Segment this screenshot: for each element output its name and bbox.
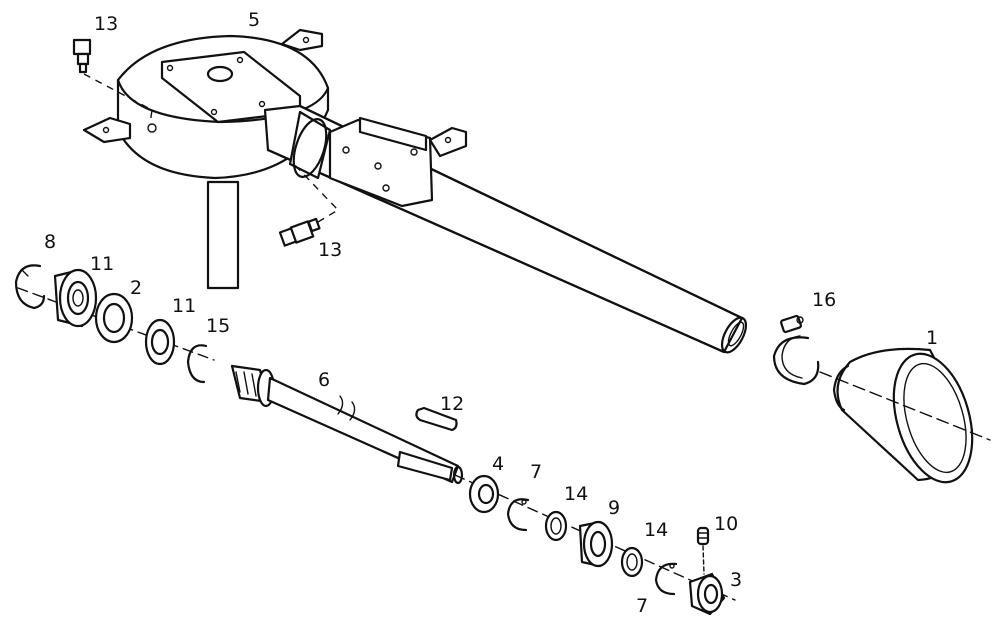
snap-ring-7-upper <box>506 498 530 532</box>
callout-4: 4 <box>492 453 504 475</box>
tube-bracket <box>328 116 468 208</box>
bearing-11-right <box>144 318 176 366</box>
washer-14-lower <box>620 546 644 578</box>
callout-13-top: 13 <box>94 13 118 35</box>
snap-ring-7-lower <box>654 562 678 596</box>
callout-11-right: 11 <box>172 295 196 317</box>
callout-6: 6 <box>318 369 330 391</box>
callout-13-bottom: 13 <box>318 239 342 261</box>
callout-8: 8 <box>44 231 56 253</box>
callout-10: 10 <box>714 513 738 535</box>
drive-shaft <box>230 364 464 485</box>
callout-9: 9 <box>608 497 620 519</box>
hose-clamp-16 <box>772 314 820 386</box>
callout-5: 5 <box>248 9 260 31</box>
callout-15: 15 <box>206 315 230 337</box>
callout-11-left: 11 <box>90 253 114 275</box>
callout-2: 2 <box>130 277 142 299</box>
callout-labels: 13 5 13 8 11 2 11 15 6 12 4 7 14 9 14 10… <box>44 9 938 617</box>
callout-1: 1 <box>926 327 938 349</box>
set-screw-10 <box>696 526 710 575</box>
nut-3 <box>688 572 726 616</box>
snap-ring-8 <box>14 264 46 310</box>
grease-fitting-bottom <box>278 217 321 247</box>
seal-ring-2 <box>94 292 134 344</box>
spacer-4 <box>468 474 500 514</box>
callout-12: 12 <box>440 393 464 415</box>
callout-3: 3 <box>730 569 742 591</box>
callout-16: 16 <box>812 289 836 311</box>
callout-7-lower: 7 <box>636 595 648 617</box>
snap-ring-15 <box>186 344 208 384</box>
washer-14-upper <box>544 510 568 542</box>
callout-14-upper: 14 <box>564 483 588 505</box>
spout-cone-1 <box>832 347 974 484</box>
bearing-9 <box>578 520 614 568</box>
shaft-key-12 <box>415 406 458 432</box>
callout-7-upper: 7 <box>530 461 542 483</box>
bearing-11-left <box>53 268 98 328</box>
callout-14-lower: 14 <box>644 519 668 541</box>
grease-fitting-top <box>72 38 92 74</box>
